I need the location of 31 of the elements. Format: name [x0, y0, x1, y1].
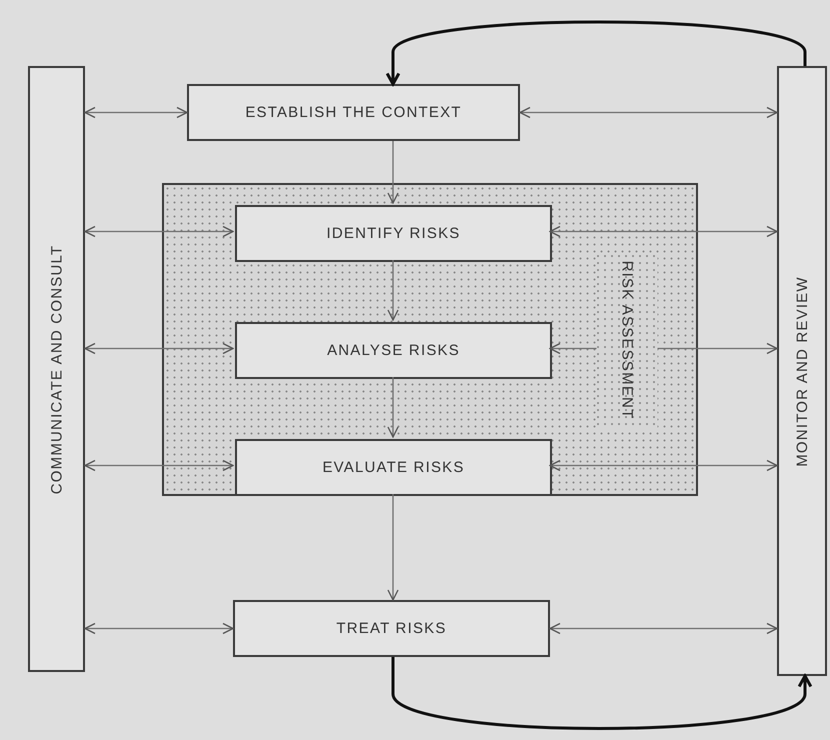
arrow [387, 141, 399, 204]
process-box [777, 66, 827, 676]
arrow [549, 460, 778, 472]
arrow [84, 342, 234, 354]
box-label: ANALYSE RISKS [327, 342, 460, 359]
feedback-arrow [392, 657, 812, 730]
box-label: TREAT RISKS [336, 620, 447, 637]
arrow [549, 622, 778, 634]
arrow [387, 494, 399, 601]
process-box [235, 322, 552, 379]
box-label: COMMUNICATE AND CONSULT [48, 244, 65, 494]
process-box [187, 84, 520, 141]
arrow [387, 260, 399, 321]
box-label: MONITOR AND REVIEW [794, 276, 810, 466]
arrow [84, 106, 188, 118]
arrow [519, 106, 778, 118]
process-box [235, 439, 552, 496]
feedback-arrow [386, 20, 806, 86]
box-label: ESTABLISH THE CONTEXT [245, 104, 462, 121]
arrow [84, 226, 234, 238]
process-box [233, 600, 550, 657]
arrow [387, 377, 399, 438]
arrow [84, 460, 234, 472]
process-box [235, 205, 552, 262]
box-label: EVALUATE RISKS [322, 459, 465, 476]
arrow [84, 622, 234, 634]
process-box [28, 66, 85, 672]
region-label: RISK ASSESSMENT [596, 252, 658, 427]
region-box [162, 183, 698, 496]
box-label: IDENTIFY RISKS [326, 225, 461, 242]
arrow [549, 226, 778, 238]
